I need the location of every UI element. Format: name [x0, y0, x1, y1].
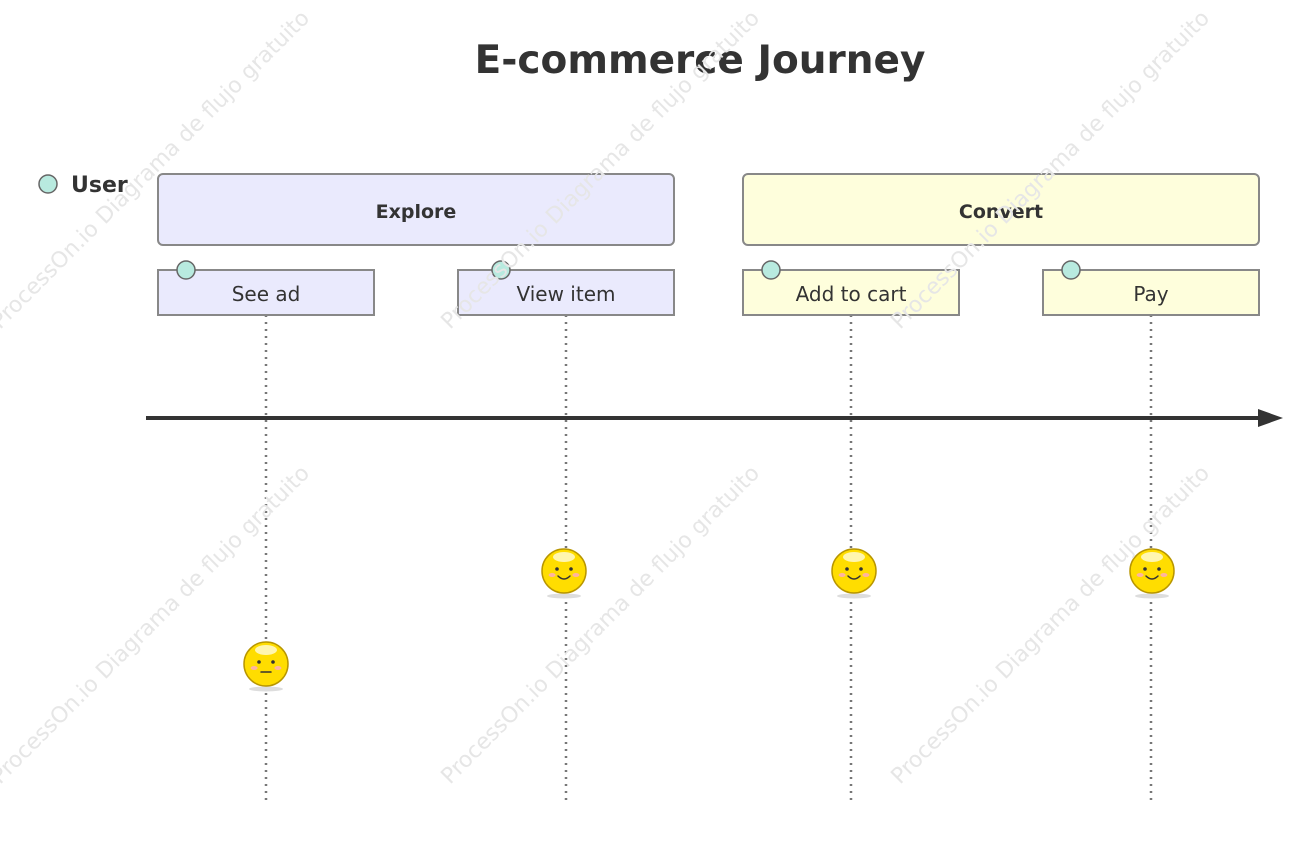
timeline-arrowhead: [1258, 409, 1283, 427]
task-label-pay: Pay: [1133, 282, 1168, 306]
task-actor-marker: [761, 260, 781, 280]
stage-section[interactable]: Explore: [157, 173, 675, 246]
task-item[interactable]: Pay: [1042, 260, 1260, 316]
task-actor-marker: [491, 260, 511, 280]
mood-face-happy: [541, 548, 587, 599]
stage-box-explore[interactable]: [157, 173, 675, 246]
actor-legend-label: User: [71, 173, 128, 198]
task-item[interactable]: Add to cart: [742, 260, 960, 316]
task-actor-marker: [1061, 260, 1081, 280]
task-label-see-ad: See ad: [232, 282, 301, 306]
mood-faces: [243, 548, 1175, 692]
task-item[interactable]: See ad: [157, 260, 375, 316]
task-label-add-to-cart: Add to cart: [796, 282, 907, 306]
task-item[interactable]: View item: [457, 260, 675, 316]
mood-face-neutral: [243, 641, 289, 692]
stage-label-explore: Explore: [376, 201, 457, 223]
task-box-see-ad[interactable]: [157, 269, 375, 316]
task-box-add-to-cart[interactable]: [742, 269, 960, 316]
stage-box-convert[interactable]: [742, 173, 1260, 246]
actor-legend-dot: [38, 174, 58, 194]
stage-label-convert: Convert: [959, 201, 1043, 223]
mood-face-happy: [1129, 548, 1175, 599]
task-box-pay[interactable]: [1042, 269, 1260, 316]
mood-face-happy: [831, 548, 877, 599]
task-box-view-item[interactable]: [457, 269, 675, 316]
stage-section[interactable]: Convert: [742, 173, 1260, 246]
task-actor-marker: [176, 260, 196, 280]
task-label-view-item: View item: [516, 282, 615, 306]
